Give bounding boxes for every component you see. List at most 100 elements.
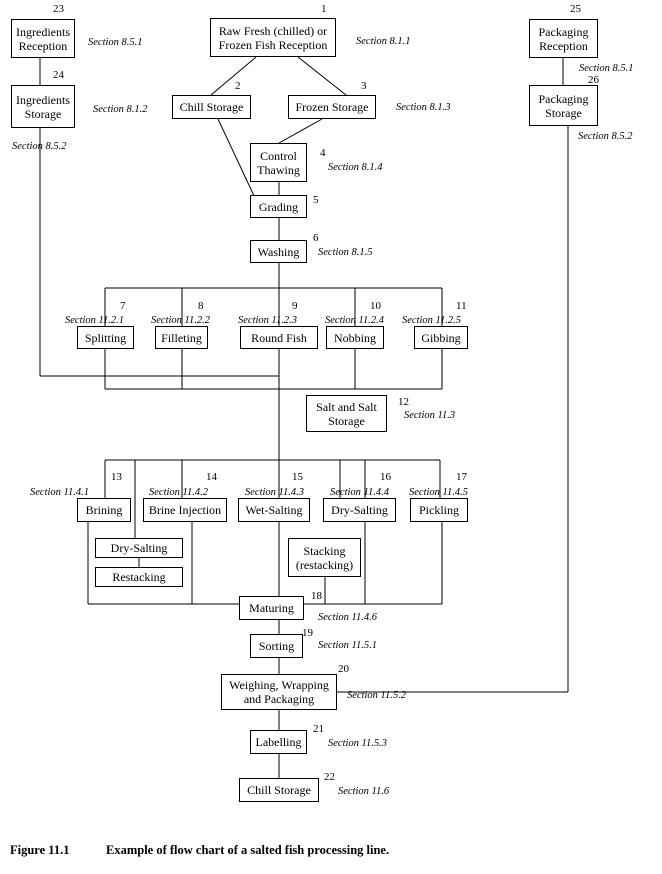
- step-chill-storage: Chill Storage: [172, 95, 251, 119]
- step-label: Washing: [257, 244, 300, 259]
- step-number: 3: [361, 80, 367, 92]
- step-label: Ingredients Storage: [16, 92, 70, 121]
- step-section-ref: Section 11.4.6: [318, 612, 378, 623]
- step-label: Maturing: [249, 601, 294, 615]
- step-section-ref: Section 11.4.2: [149, 487, 209, 498]
- step-number: 14: [206, 471, 217, 483]
- step-number: 10: [370, 300, 381, 312]
- step-stacking: Stacking (restacking): [288, 538, 361, 577]
- figure-number: Figure 11.1: [10, 843, 70, 857]
- step-salt-storage: Salt and Salt Storage: [306, 395, 387, 432]
- step-number: 6: [313, 232, 319, 244]
- step-number: 19: [302, 627, 313, 639]
- step-brining: Brining: [77, 498, 131, 522]
- step-label: Grading: [258, 199, 299, 214]
- step-restacking: Restacking: [95, 567, 183, 587]
- step-section-ref: Section 11.2.5: [402, 315, 462, 326]
- step-number: 22: [324, 771, 335, 783]
- step-number: 1: [321, 3, 327, 15]
- step-label: Salt and Salt Storage: [316, 399, 377, 428]
- step-label: Stacking (restacking): [295, 543, 354, 572]
- step-number: 12: [398, 396, 409, 408]
- step-label: Pickling: [418, 503, 459, 517]
- step-final-chill-storage: Chill Storage: [239, 778, 319, 802]
- step-section-ref: Section 11.4.5: [409, 487, 469, 498]
- step-number: 25: [570, 3, 581, 15]
- step-section-ref: Section 11.2.4: [325, 315, 385, 326]
- step-brining-dry-salting: Dry-Salting: [95, 538, 183, 558]
- step-ingredients-storage: Ingredients Storage: [11, 85, 75, 128]
- step-label: Round Fish: [251, 330, 307, 345]
- step-brine-injection: Brine Injection: [143, 498, 227, 522]
- step-packaging-storage: Packaging Storage: [529, 85, 598, 126]
- step-wet-salting: Wet-Salting: [238, 498, 310, 522]
- step-label: Weighing, Wrapping and Packaging: [229, 678, 329, 706]
- step-label: Dry-Salting: [331, 503, 388, 517]
- step-label: Chill Storage: [247, 783, 311, 797]
- step-section-ref: Section 11.6: [338, 786, 390, 797]
- step-gibbing: Gibbing: [414, 326, 468, 349]
- step-section-ref: Section 8.5.2: [578, 131, 633, 142]
- step-frozen-storage: Frozen Storage: [288, 95, 376, 119]
- step-label: Labelling: [255, 735, 302, 749]
- step-number: 17: [456, 471, 467, 483]
- step-label: Chill Storage: [179, 100, 244, 114]
- step-number: 16: [380, 471, 391, 483]
- step-section-ref: Section 11.5.3: [328, 738, 388, 749]
- step-label: Gibbing: [421, 330, 461, 345]
- step-number: 13: [111, 471, 122, 483]
- step-label: Splitting: [84, 330, 127, 345]
- step-control-thawing: Control Thawing: [250, 143, 307, 182]
- step-number: 23: [53, 3, 64, 15]
- step-number: 18: [311, 590, 322, 602]
- step-label: Restacking: [112, 570, 166, 584]
- step-labelling: Labelling: [250, 730, 307, 754]
- step-section-ref: Section 8.1.2: [93, 104, 148, 115]
- step-number: 11: [456, 300, 467, 312]
- step-weighing-wrapping-packaging: Weighing, Wrapping and Packaging: [221, 674, 337, 710]
- step-section-ref: Section 8.1.1: [356, 36, 411, 47]
- step-label: Ingredients Reception: [16, 24, 70, 53]
- step-number: 7: [120, 300, 126, 312]
- step-label: Filleting: [161, 330, 202, 345]
- step-section-ref: Section 8.5.2: [12, 141, 67, 152]
- step-section-ref: Section 11.3: [404, 410, 456, 421]
- step-raw-fish-reception: Raw Fresh (chilled) or Frozen Fish Recep…: [210, 18, 336, 57]
- step-label: Control Thawing: [257, 148, 300, 177]
- step-label: Brining: [85, 503, 123, 517]
- step-number: 9: [292, 300, 298, 312]
- step-packaging-reception: Packaging Reception: [529, 19, 598, 58]
- step-section-ref: Section 8.1.4: [328, 162, 383, 173]
- step-label: Sorting: [258, 639, 295, 653]
- step-section-ref: Section 11.4.3: [245, 487, 305, 498]
- step-section-ref: Section 11.2.3: [238, 315, 298, 326]
- step-grading: Grading: [250, 195, 307, 218]
- step-section-ref: Section 8.5.1: [88, 37, 143, 48]
- step-ingredients-reception: Ingredients Reception: [11, 19, 75, 58]
- step-number: 26: [588, 74, 599, 86]
- step-label: Packaging Reception: [538, 24, 589, 53]
- step-section-ref: Section 11.4.1: [30, 487, 90, 498]
- step-number: 15: [292, 471, 303, 483]
- step-section-ref: Section 11.2.1: [65, 315, 125, 326]
- step-number: 4: [320, 147, 326, 159]
- step-splitting: Splitting: [77, 326, 134, 349]
- step-label: Dry-Salting: [110, 541, 168, 555]
- step-dry-salting: Dry-Salting: [323, 498, 396, 522]
- step-number: 2: [235, 80, 241, 92]
- step-round-fish: Round Fish: [240, 326, 318, 349]
- step-label: Wet-Salting: [245, 503, 303, 517]
- step-section-ref: Section 8.1.5: [318, 247, 373, 258]
- step-label: Packaging Storage: [538, 91, 589, 120]
- step-section-ref: Section 11.5.2: [347, 690, 407, 701]
- step-washing: Washing: [250, 240, 307, 263]
- step-nobbing: Nobbing: [326, 326, 384, 349]
- step-number: 21: [313, 723, 324, 735]
- step-pickling: Pickling: [410, 498, 468, 522]
- step-section-ref: Section 11.5.1: [318, 640, 378, 651]
- step-section-ref: Section 8.5.1: [579, 63, 634, 74]
- step-section-ref: Section 11.4.4: [330, 487, 390, 498]
- step-label: Nobbing: [334, 330, 376, 345]
